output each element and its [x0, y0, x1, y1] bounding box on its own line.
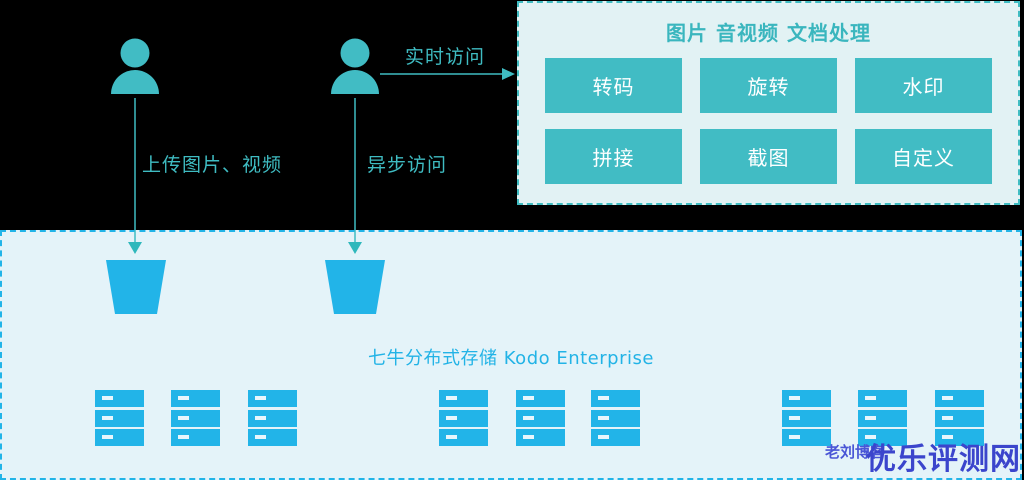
- stitch-button[interactable]: 拼接: [545, 129, 682, 184]
- user-icon: [111, 38, 159, 94]
- server-icon: [95, 390, 144, 446]
- screenshot-button[interactable]: 截图: [700, 129, 837, 184]
- transcode-button[interactable]: 转码: [545, 58, 682, 113]
- async-access-label: 异步访问: [367, 154, 448, 176]
- server-icon: [935, 390, 984, 446]
- storage-title: 七牛分布式存储 Kodo Enterprise: [368, 348, 654, 369]
- bucket-icon: [325, 260, 385, 314]
- storage-panel: 七牛分布式存储 Kodo Enterprise: [0, 230, 1022, 480]
- server-icon: [171, 390, 220, 446]
- upload-arrowhead: [128, 242, 142, 254]
- watermark-big: 优乐评测网: [866, 442, 1021, 477]
- processing-title: 图片 音视频 文档处理: [666, 21, 871, 45]
- watermark-button[interactable]: 水印: [855, 58, 992, 113]
- server-icon: [516, 390, 565, 446]
- custom-button[interactable]: 自定义: [855, 129, 992, 184]
- realtime-access-label: 实时访问: [405, 46, 486, 68]
- processing-panel: 图片 音视频 文档处理 转码 旋转 水印 拼接 截图 自定义: [517, 1, 1020, 205]
- server-icon: [591, 390, 640, 446]
- rotate-button[interactable]: 旋转: [700, 58, 837, 113]
- realtime-arrowhead: [502, 68, 515, 80]
- async-arrowhead: [348, 242, 362, 254]
- bucket-icon: [106, 260, 166, 314]
- server-icon: [248, 390, 297, 446]
- server-icon: [858, 390, 907, 446]
- server-icon: [439, 390, 488, 446]
- user-icon: [331, 38, 379, 94]
- watermark-small: 老刘博客: [825, 443, 886, 461]
- upload-label: 上传图片、视频: [142, 154, 283, 176]
- server-icon: [782, 390, 831, 446]
